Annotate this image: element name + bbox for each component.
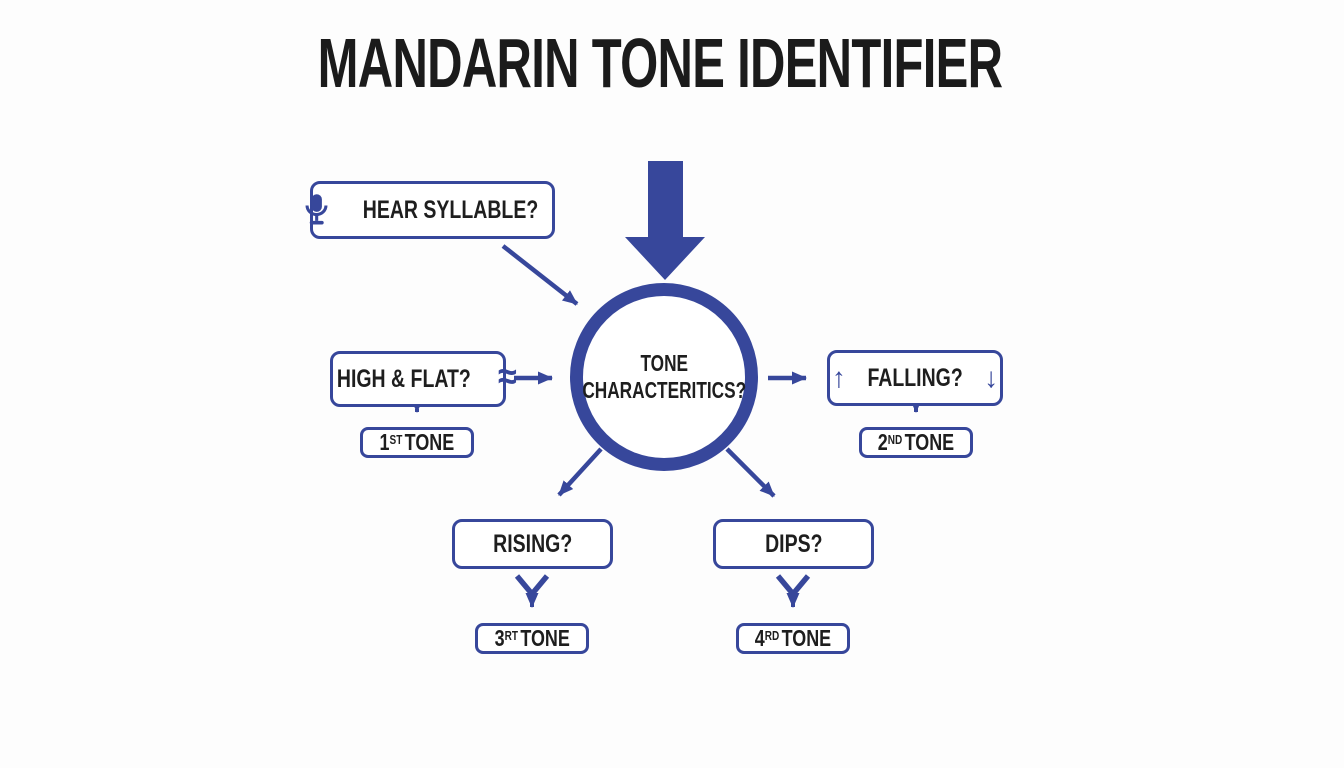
node-label: FALLING? [867, 363, 963, 392]
chevron-down-icon [514, 574, 550, 599]
big-down-arrow-icon [625, 161, 705, 280]
node-falling: ↑ FALLING? ↓ [827, 350, 1003, 406]
flat-wave-icon: ≈ [498, 356, 518, 398]
node-label: TONE CHARACTERITICS? [582, 350, 746, 404]
node-tone-characteristics: TONE CHARACTERITICS? [570, 283, 758, 471]
node-label: DIPS? [764, 529, 823, 558]
hub-line2: CHARACTERITICS? [582, 377, 746, 403]
hub-line1: TONE [640, 349, 688, 376]
arrow-hub-to-dips [725, 447, 776, 498]
down-arrow-icon: ↓ [984, 362, 999, 393]
node-label: RISING? [492, 529, 573, 558]
node-hear-syllable: HEAR SYLLABLE? [305, 181, 555, 239]
node-label: HIGH & FLAT? [336, 364, 471, 393]
up-arrow-icon: ↑ [831, 362, 846, 393]
arrow-hub-to-rising [557, 447, 603, 497]
node-dips: DIPS? [713, 519, 874, 569]
page-title: MANDARIN TONE IDENTIFIER [171, 28, 1149, 98]
page-title-text: MANDARIN TONE IDENTIFIER [317, 24, 1003, 102]
node-high-flat: HIGH & FLAT? ≈ [330, 351, 517, 407]
chevron-down-icon [775, 574, 811, 599]
microphone-icon [305, 193, 327, 224]
node-label: HEAR SYLLABLE? [362, 195, 538, 224]
arrow-hear-to-hub [501, 244, 579, 306]
node-rising: RISING? [452, 519, 613, 569]
